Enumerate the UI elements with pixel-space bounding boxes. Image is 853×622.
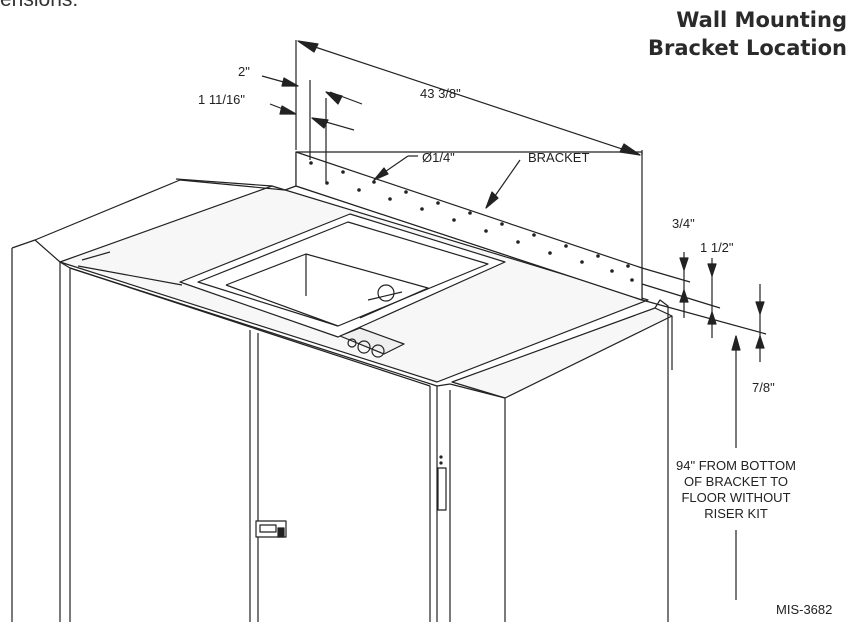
arrow-1-11-16 xyxy=(279,105,297,115)
floor-note: 94" FROM BOTTOM OF BRACKET TO FLOOR WITH… xyxy=(676,448,800,530)
floor-note-line-1: 94" FROM BOTTOM xyxy=(676,458,796,473)
drawing-number: MIS-3682 xyxy=(776,602,832,617)
floor-note-line-3: FLOOR WITHOUT xyxy=(681,490,790,505)
door-latch-icon xyxy=(437,455,447,511)
arrow-hole-diameter xyxy=(373,167,389,181)
top-access-opening xyxy=(179,213,506,338)
label-bracket: BRACKET xyxy=(528,150,589,165)
arrow-3-4-b xyxy=(679,289,689,303)
arrow-2in-b xyxy=(325,91,343,105)
title-line-1: Wall Mounting xyxy=(676,8,847,32)
front-doors xyxy=(69,267,451,622)
arrow-width-right xyxy=(619,143,641,156)
arrow-floor xyxy=(731,335,741,351)
label-overall-width: 43 3/8" xyxy=(420,86,461,101)
arrow-bracket xyxy=(485,191,499,209)
arrow-7-8 xyxy=(755,301,765,315)
dim-overall-width xyxy=(295,40,643,156)
arrow-1-11-16-b xyxy=(311,117,329,129)
label-hole-diameter: Ø1/4" xyxy=(422,150,455,165)
arrow-width-left xyxy=(297,40,319,53)
arrow-7-8-b xyxy=(755,335,765,349)
label-hole-offset-a: 2" xyxy=(238,64,250,79)
arrow-1-1-2-b xyxy=(707,311,717,325)
floor-note-line-4: RISER KIT xyxy=(704,506,768,521)
floor-note-line-2: OF BRACKET TO xyxy=(684,474,788,489)
cabinet-left-side xyxy=(11,248,71,622)
label-row-offset: 1 1/2" xyxy=(700,240,734,255)
arrow-3-4 xyxy=(679,257,689,271)
cabinet-right-side xyxy=(449,299,673,622)
diagram-title: Wall Mounting Bracket Location xyxy=(648,6,847,62)
label-top-offset: 3/4" xyxy=(672,216,695,231)
dim-right-offsets xyxy=(641,252,767,600)
label-hole-offset-b: 1 11/16" xyxy=(198,92,245,107)
control-panel xyxy=(339,327,405,358)
title-line-2: Bracket Location xyxy=(647,36,847,60)
label-bottom-offset: 7/8" xyxy=(752,380,775,395)
arrow-2in xyxy=(281,77,299,87)
door-handle-icon xyxy=(255,520,287,538)
header-fragment: ensions: xyxy=(0,0,78,12)
arrow-1-1-2 xyxy=(707,263,717,277)
